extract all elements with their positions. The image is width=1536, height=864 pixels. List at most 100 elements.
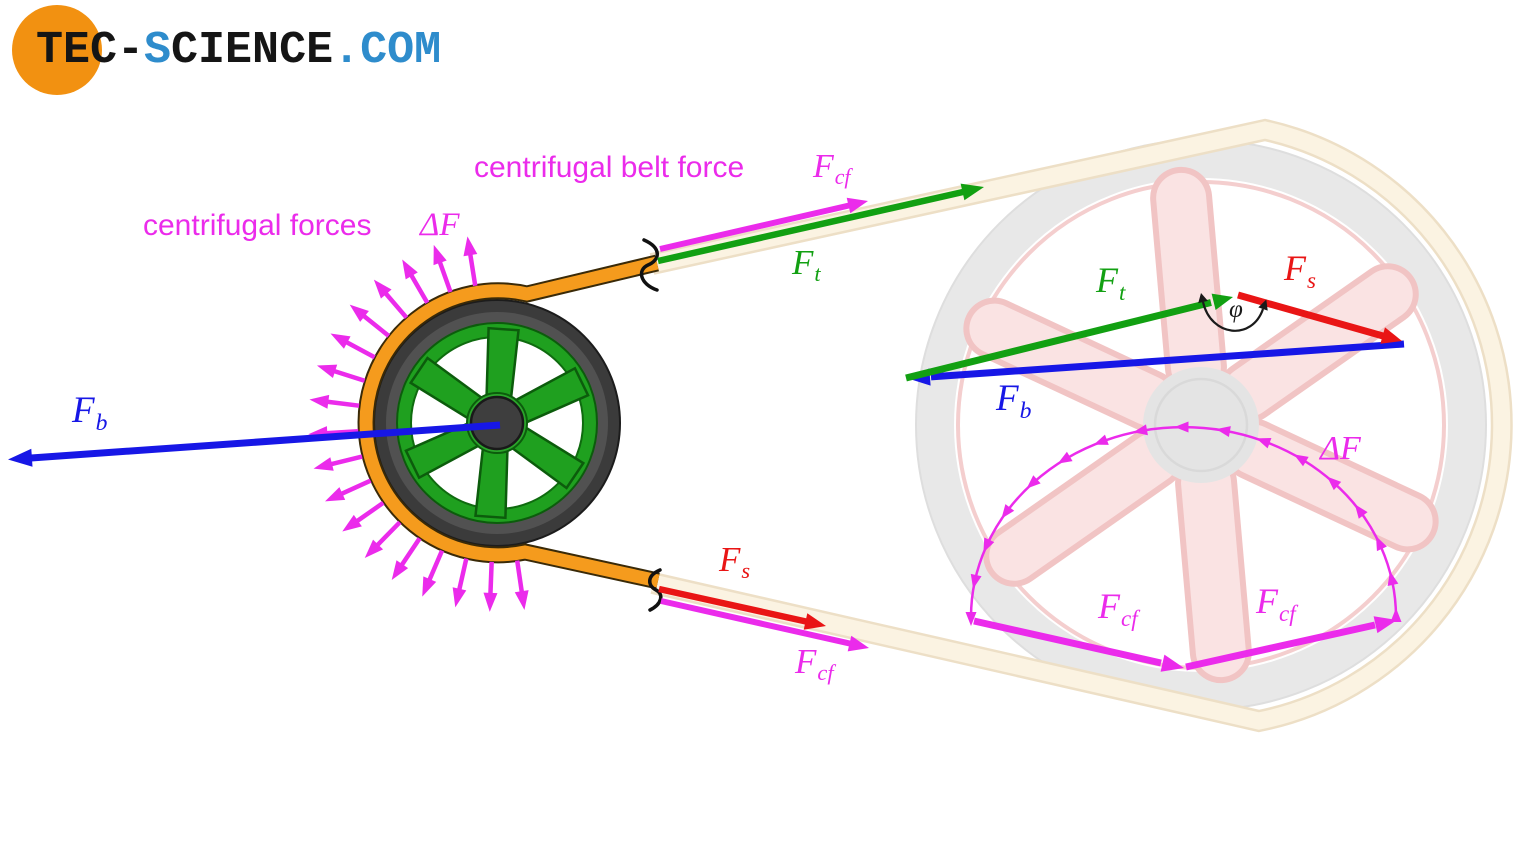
centrifugal-arrow xyxy=(313,454,363,471)
label-fcf-bottom: Fcf xyxy=(795,642,834,684)
logo-part-com: .COM xyxy=(333,25,442,76)
delta-f-arc-arrowhead xyxy=(1387,571,1399,587)
fb-right-main: F xyxy=(996,378,1019,419)
ft-left-sub: t xyxy=(814,261,821,287)
fb-left-sub: b xyxy=(95,409,108,436)
belt-drive-force-arrows xyxy=(8,183,984,652)
delta-f-arc-arrowhead xyxy=(965,612,977,626)
faded-belt xyxy=(649,118,1513,733)
fcf-left-resultant-shaft xyxy=(973,617,1162,667)
delta-f-arc-arrowhead xyxy=(1354,504,1368,519)
ft-arrow-head xyxy=(960,183,984,201)
faded-hub-ring xyxy=(1153,377,1249,473)
centrifugal-arrow xyxy=(422,549,445,597)
ft-vector-head xyxy=(1211,293,1233,310)
label-fcf-annotation: Fcf xyxy=(813,148,850,189)
logo-part-tec: TEC- xyxy=(36,25,145,76)
fb-left-main: F xyxy=(72,390,95,431)
fb-arrow-head xyxy=(8,448,33,467)
centrifugal-arrow xyxy=(330,333,376,360)
fcf-lower-right-sub: cf xyxy=(1279,599,1296,626)
faded-spoke xyxy=(1156,172,1221,393)
centrifugal-arrow xyxy=(316,364,366,383)
centrifugal-arrow xyxy=(325,478,372,502)
belt-body xyxy=(359,256,660,588)
fcf-right-resultant-shaft xyxy=(1185,621,1376,671)
faded-rim xyxy=(916,140,1486,710)
delta-f-arc-arrowhead xyxy=(1174,421,1189,433)
faded-belt-body xyxy=(650,121,1511,730)
centrifugal-arrow xyxy=(402,259,430,304)
delta-f-arc-arrowhead xyxy=(1057,451,1073,464)
faded-spoke xyxy=(989,433,1179,581)
label-fcf-lower-left: Fcf xyxy=(1098,586,1138,629)
logo-text: TEC-SCIENCE.COM xyxy=(36,25,441,76)
delta-f-arc-arrowhead xyxy=(1376,536,1387,552)
fs-right-sub: s xyxy=(1307,266,1316,293)
delta-f-arc-arrowhead xyxy=(970,573,982,589)
fcf-top-arrow-shaft xyxy=(659,202,850,252)
label-delta-f-annotation: ΔF xyxy=(420,207,460,243)
centrifugal-arrow xyxy=(391,537,422,580)
fb-right-sub: b xyxy=(1019,397,1032,424)
ft-right-sub: t xyxy=(1119,278,1126,305)
label-fs-left: Fs xyxy=(719,540,750,582)
delta-f-arc-arrowhead xyxy=(983,537,995,553)
faded-spoke xyxy=(1228,424,1433,547)
centrifugal-arrow xyxy=(349,304,391,338)
fs-arrow-shaft xyxy=(658,585,807,625)
phi-arc-head-right xyxy=(1258,299,1268,311)
label-ft-left: Ft xyxy=(792,243,821,285)
fcf-lower-right-main: F xyxy=(1256,581,1278,621)
label-centrifugal-forces: centrifugal forces xyxy=(143,209,372,242)
vector-triangle-diagram xyxy=(905,291,1405,386)
centrifugal-arrow xyxy=(309,394,360,409)
fs-left-main: F xyxy=(719,540,741,579)
faded-spoke xyxy=(1223,269,1413,417)
phi-arc-head-left xyxy=(1198,293,1208,304)
belt-break-mark-bottom xyxy=(648,568,663,612)
delta-f-arc-arrowhead xyxy=(1216,426,1231,437)
orange-belt xyxy=(357,238,663,612)
delta-f-arc-arrowhead xyxy=(1327,476,1342,491)
centrifugal-arrow xyxy=(514,560,529,610)
fcf-annotation-main: F xyxy=(813,148,834,185)
centrifugal-arrow xyxy=(342,500,385,532)
fs-arrow-head xyxy=(803,613,826,630)
force-polygon-diagram xyxy=(965,421,1402,672)
fcf-top-arrow-head xyxy=(846,197,868,214)
fcf-bottom-sub: cf xyxy=(817,660,834,686)
ft-vector-shaft xyxy=(905,299,1212,382)
logo-part-cience: CIENCE xyxy=(171,25,334,76)
fcf-bottom-main: F xyxy=(795,642,817,681)
label-phi: φ xyxy=(1229,296,1243,323)
centrifugal-arrow xyxy=(452,558,469,608)
label-ft-right: Ft xyxy=(1096,260,1125,303)
fb-vector-shaft xyxy=(930,340,1405,381)
fcf-right-resultant-head xyxy=(1373,616,1397,634)
centrifugal-arrow xyxy=(463,236,478,287)
ft-right-main: F xyxy=(1096,260,1118,300)
delta-f-arc-arrowhead xyxy=(1256,438,1272,449)
fcf-bottom-arrow-head xyxy=(847,635,869,652)
delta-f-arc-arrowhead xyxy=(1001,504,1015,519)
ft-arrow-shaft xyxy=(657,188,964,265)
belt-break-mark-top xyxy=(639,238,659,292)
faded-spoke xyxy=(1181,457,1246,678)
fcf-bottom-arrow-shaft xyxy=(660,598,851,647)
fcf-lower-left-main: F xyxy=(1098,586,1120,626)
label-fb-right: Fb xyxy=(996,378,1031,423)
fs-left-sub: s xyxy=(741,558,751,584)
fs-vector-head xyxy=(1380,327,1402,344)
fs-right-main: F xyxy=(1284,248,1306,288)
fcf-left-resultant-head xyxy=(1160,654,1184,672)
fcf-lower-left-sub: cf xyxy=(1121,604,1138,631)
centrifugal-force-arrows xyxy=(308,236,529,612)
ft-left-main: F xyxy=(792,243,814,282)
delta-f-arc-arrowhead xyxy=(1093,434,1109,445)
centrifugal-arrow xyxy=(373,279,409,320)
faded-hub xyxy=(1143,367,1259,483)
label-fs-right: Fs xyxy=(1284,248,1316,291)
label-centrifugal-belt-force: centrifugal belt force xyxy=(474,151,745,184)
